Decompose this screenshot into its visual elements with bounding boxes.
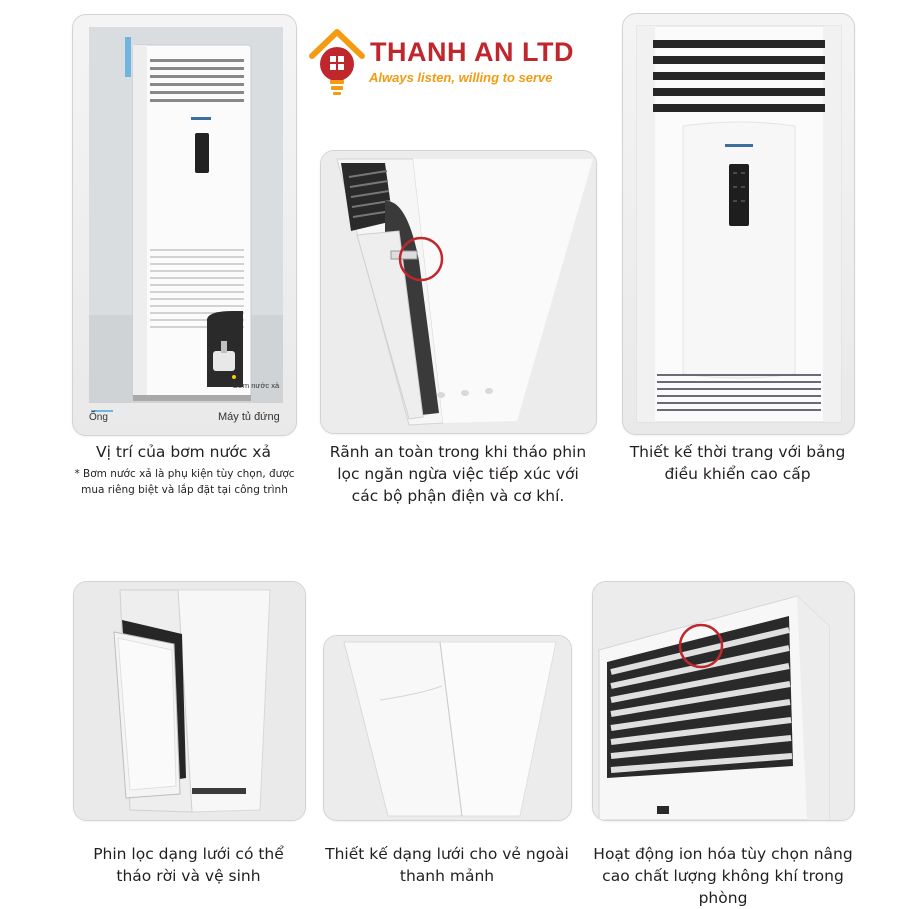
note-line: * Bơm nước xả là phụ kiện tùy chọn, được xyxy=(74,468,295,480)
card-slim-design xyxy=(323,635,572,821)
drain-pump-illustration xyxy=(89,27,283,412)
card-removable-filter xyxy=(73,581,306,821)
house-bulb-icon xyxy=(309,29,365,95)
note-drain-pump: * Bơm nước xả là phụ kiện tùy chọn, được… xyxy=(62,466,307,498)
brand-name: THANH AN LTD xyxy=(370,37,574,67)
caption-line: Hoạt động ion hóa tùy chọn nâng xyxy=(593,845,853,863)
caption-line: Phin lọc dạng lưới có thể xyxy=(93,845,284,863)
caption-drain-pump: Vị trí của bơm nước xả xyxy=(60,441,307,463)
caption-line: phòng xyxy=(698,889,748,907)
caption-slim-design: Thiết kế dạng lưới cho vẻ ngoài thanh mả… xyxy=(316,843,578,887)
caption-line: lọc ngăn ngừa việc tiếp xúc với xyxy=(337,465,579,483)
card-fashion-design xyxy=(622,13,855,435)
caption-line: Rãnh an toàn trong khi tháo phin xyxy=(329,443,587,461)
caption-fashion-design: Thiết kế thời trang với bảng điều khiển … xyxy=(607,441,868,485)
caption-line: Thiết kế thời trang với bảng xyxy=(629,443,846,461)
pump-label: Bơm nước xả xyxy=(233,381,280,390)
unit-label: Máy tủ đứng xyxy=(218,411,280,423)
removable-filter-illustration xyxy=(74,582,305,820)
caption-ionization: Hoạt động ion hóa tùy chọn nâng cao chất… xyxy=(582,843,864,909)
card-ionization xyxy=(592,581,855,821)
pipe-label: Ống xyxy=(89,412,108,423)
caption-line: Vị trí của bơm nước xả xyxy=(96,443,271,461)
brand-slogan: Always listen, willing to serve xyxy=(369,70,553,85)
safety-groove-illustration xyxy=(321,151,596,433)
fashion-design-illustration xyxy=(636,25,842,423)
caption-line: tháo rời và vệ sinh xyxy=(116,867,261,885)
ionization-illustration xyxy=(593,582,854,820)
caption-line: cao chất lượng không khí trong xyxy=(602,867,844,885)
caption-line: Thiết kế dạng lưới cho vẻ ngoài xyxy=(325,845,569,863)
caption-line: điều khiển cao cấp xyxy=(664,465,811,483)
card-safety-groove xyxy=(320,150,597,434)
caption-line: các bộ phận điện và cơ khí. xyxy=(351,487,565,505)
slim-design-illustration xyxy=(324,636,571,820)
caption-line: thanh mảnh xyxy=(399,867,495,885)
caption-safety-groove: Rãnh an toàn trong khi tháo phin lọc ngă… xyxy=(316,441,600,507)
note-line: mua riêng biệt và lắp đặt tại công trình xyxy=(81,484,288,496)
caption-removable-filter: Phin lọc dạng lưới có thể tháo rời và vệ… xyxy=(68,843,309,887)
card-drain-pump: Bơm nước xả Ống Máy tủ đứng xyxy=(72,14,297,436)
brand-logo: THANH AN LTD Always listen, willing to s… xyxy=(306,22,576,102)
